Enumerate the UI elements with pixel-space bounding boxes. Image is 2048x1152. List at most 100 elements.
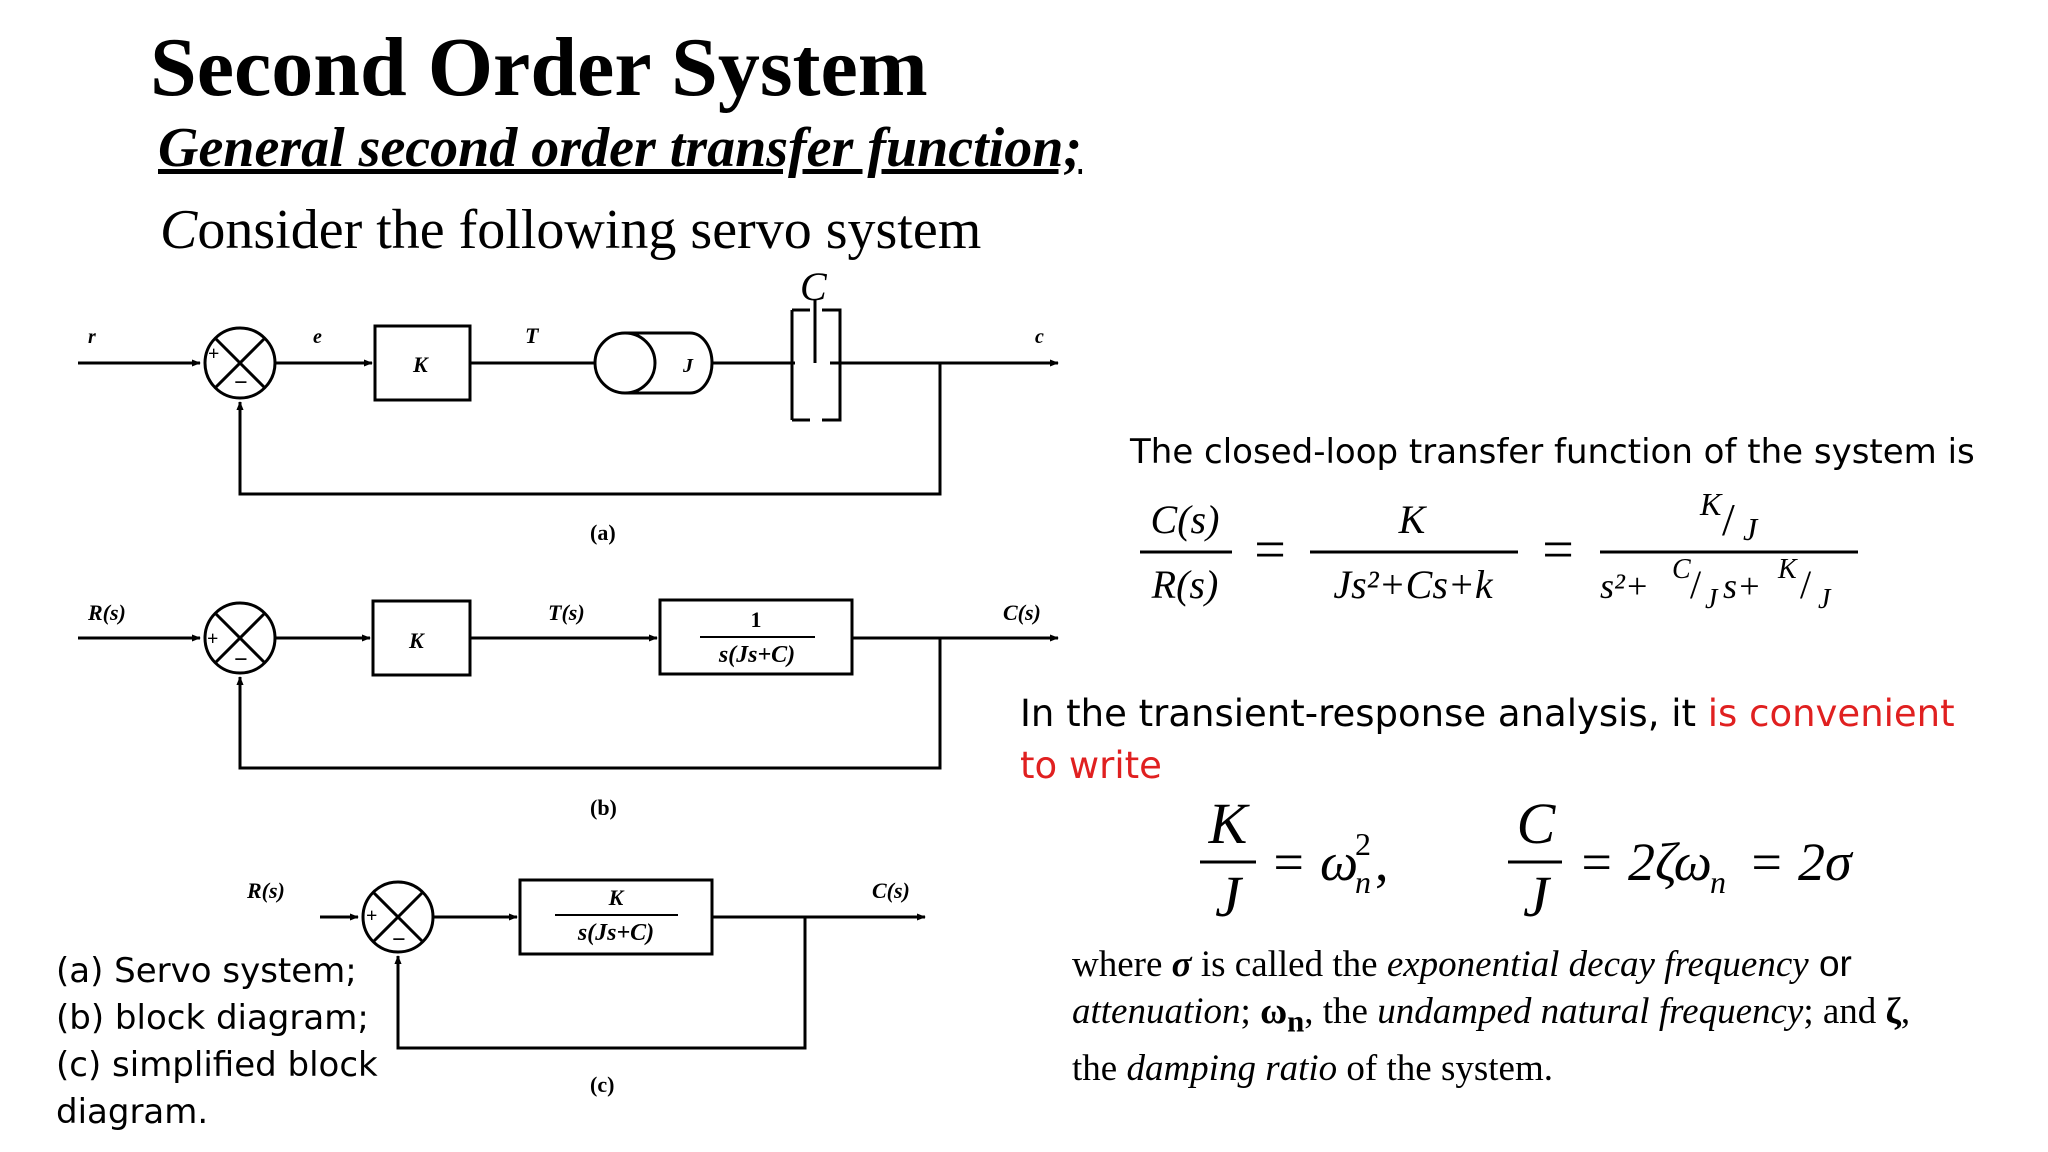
b-den-label: s(Js+C) bbox=[718, 642, 795, 668]
diagram-a-labels: r e K T J C c + − (a) bbox=[88, 264, 1044, 545]
c-r-label: R(s) bbox=[246, 878, 285, 903]
b-t-label: T(s) bbox=[548, 600, 585, 625]
transient-text-a: In the transient-response analysis, it bbox=[1020, 692, 1708, 735]
diagram-c bbox=[320, 878, 926, 1050]
c-feedback-path bbox=[394, 917, 807, 1050]
cltf-lhs-den: R(s) bbox=[1151, 562, 1219, 607]
c-c-label: C(s) bbox=[872, 878, 910, 903]
rel-sub1: n bbox=[1355, 864, 1371, 900]
caption-line-a: (a) Servo system; bbox=[56, 951, 357, 991]
slide-title: Second Order System bbox=[150, 21, 928, 114]
omega-subscript: n bbox=[1287, 1004, 1305, 1039]
diagram-b bbox=[78, 598, 1059, 770]
cltf-lhs-num: C(s) bbox=[1151, 497, 1220, 542]
rel-comma: , bbox=[1375, 832, 1389, 892]
term-attenuation: attenuation bbox=[1072, 991, 1241, 1032]
caption-line-b: (b) block diagram; bbox=[56, 998, 369, 1038]
c-plus-sign: + bbox=[366, 905, 377, 927]
cltf-rhs-num-j: J bbox=[1743, 511, 1759, 547]
cltf-eq1: = bbox=[1254, 519, 1286, 581]
c-minus-sign: − bbox=[392, 927, 406, 953]
rel-j2: J bbox=[1523, 864, 1552, 929]
a-plus-sign: + bbox=[208, 343, 219, 365]
caption-line-d: diagram. bbox=[56, 1092, 209, 1132]
sigma-symbol: σ bbox=[1171, 944, 1192, 985]
rel-j1: J bbox=[1215, 864, 1244, 929]
omega-symbol: ω bbox=[1260, 991, 1288, 1032]
a-t-label: T bbox=[525, 323, 540, 348]
relations-equation: K J = ω 2 n , C J = 2ζω n = 2σ bbox=[1200, 791, 1854, 929]
cltf-rhs-den-slash1: / bbox=[1690, 562, 1702, 607]
rel-k: K bbox=[1208, 791, 1251, 856]
where-p4: ; bbox=[1240, 991, 1261, 1032]
rel-sub2: n bbox=[1710, 864, 1726, 900]
cltf-eq2: = bbox=[1542, 519, 1574, 581]
a-caption-label: (a) bbox=[590, 520, 616, 545]
where-p2: is called the bbox=[1191, 944, 1387, 985]
cltf-rhs-num-slash: / bbox=[1722, 494, 1735, 545]
cltf-rhs-den-k: K bbox=[1777, 554, 1798, 585]
b-r-label: R(s) bbox=[87, 600, 126, 625]
cltf-rhs-den-s2: s²+ bbox=[1600, 566, 1649, 606]
b-minus-sign: − bbox=[234, 647, 248, 673]
a-j-label: J bbox=[682, 355, 694, 377]
cltf-rhs-den-s: s+ bbox=[1723, 566, 1761, 606]
rel-eq3: = 2σ bbox=[1748, 832, 1854, 892]
c-caption-label: (c) bbox=[590, 1072, 614, 1097]
a-inertia-drum bbox=[625, 331, 714, 395]
term-natural-freq: undamped natural frequency bbox=[1377, 991, 1804, 1032]
consider-lead: C bbox=[160, 199, 198, 261]
transient-text: In the transient-response analysis, it i… bbox=[1020, 688, 2000, 792]
cltf-rhs-den-slash2: / bbox=[1800, 562, 1812, 607]
transient-text-highlight: is convenient to write bbox=[1020, 692, 1955, 787]
rel-c: C bbox=[1517, 791, 1557, 856]
a-e-label: e bbox=[313, 326, 322, 348]
a-k-label: K bbox=[412, 352, 429, 377]
cltf-intro-text: The closed-loop transfer function of the… bbox=[1130, 432, 1975, 472]
rel-eq2: = 2ζω bbox=[1578, 832, 1712, 892]
b-k-label: K bbox=[408, 628, 425, 653]
b-num-label: 1 bbox=[751, 607, 762, 632]
rel-eq1: = ω bbox=[1270, 832, 1358, 892]
diagram-b-labels: R(s) K T(s) 1 s(Js+C) C(s) + − (b) bbox=[87, 600, 1041, 820]
b-c-label: C(s) bbox=[1003, 600, 1041, 625]
cltf-rhs-num-k: K bbox=[1699, 486, 1723, 522]
a-inertia-wheel bbox=[593, 331, 657, 395]
diagram-c-labels: R(s) K s(Js+C) C(s) + − (c) bbox=[246, 878, 910, 1097]
where-p9: of the system. bbox=[1337, 1048, 1553, 1090]
rel-sup: 2 bbox=[1355, 826, 1371, 862]
a-damper-label: C bbox=[800, 264, 828, 309]
cltf-mid-num: K bbox=[1398, 497, 1428, 542]
consider-text: Consider the following servo system bbox=[160, 199, 982, 262]
where-p1: where bbox=[1072, 944, 1172, 985]
where-p5: , the bbox=[1304, 991, 1378, 1032]
a-damper bbox=[790, 308, 842, 422]
where-p6: ; and bbox=[1803, 991, 1886, 1032]
cltf-rhs-den-j2: J bbox=[1818, 584, 1832, 615]
term-damping-ratio: damping ratio bbox=[1126, 1048, 1338, 1090]
b-feedback-path bbox=[236, 638, 942, 770]
zeta-symbol: ζ bbox=[1885, 991, 1901, 1032]
cltf-rhs-den-c: C bbox=[1672, 554, 1691, 585]
b-plus-sign: + bbox=[207, 628, 218, 650]
figure-caption: (a) Servo system; (b) block diagram; (c)… bbox=[56, 948, 378, 1136]
a-feedback-path bbox=[236, 363, 942, 496]
slide-subtitle: General second order transfer function; bbox=[158, 117, 1083, 179]
c-den-label: s(Js+C) bbox=[577, 920, 654, 946]
b-caption-label: (b) bbox=[590, 795, 617, 820]
cltf-rhs-den-j1: J bbox=[1705, 584, 1719, 615]
cltf-mid-den: Js²+Cs+k bbox=[1333, 562, 1494, 607]
where-p8: the bbox=[1072, 1048, 1127, 1090]
c-num-label: K bbox=[608, 885, 625, 910]
consider-rest: onsider the following servo system bbox=[197, 199, 982, 261]
diagram-a bbox=[78, 300, 1059, 496]
a-r-label: r bbox=[88, 326, 96, 348]
a-minus-sign: − bbox=[234, 370, 248, 396]
a-c-label: c bbox=[1035, 326, 1044, 348]
cltf-equation: C(s) R(s) = K Js²+Cs+k = K / J s²+ C / J… bbox=[1140, 486, 1858, 615]
definitions-text: where σ is called the exponential decay … bbox=[1072, 940, 2012, 1092]
caption-line-c: (c) simplified block bbox=[56, 1045, 378, 1085]
term-exp-decay: exponential decay frequency bbox=[1386, 944, 1809, 985]
where-p7: , bbox=[1900, 991, 1911, 1032]
